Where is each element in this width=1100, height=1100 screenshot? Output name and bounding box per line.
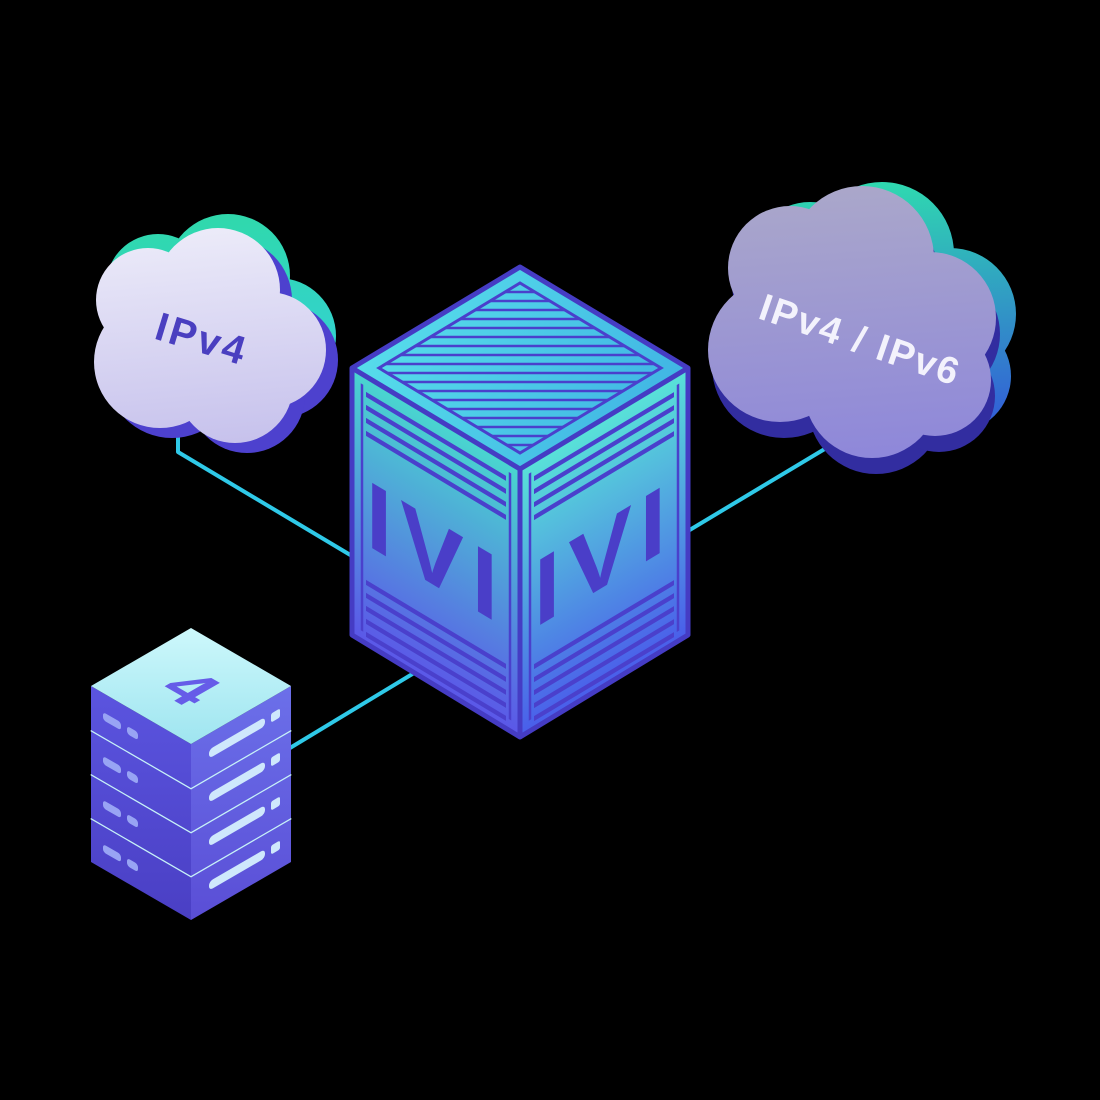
- server-unit-vents-left: [103, 801, 138, 827]
- cube-left-face-bottom-vents: [366, 579, 506, 721]
- cube-left-face: IVI: [352, 368, 520, 736]
- connector-right-cloud-to-cube: [686, 418, 830, 533]
- cube-right-face-bottom-vents: [534, 580, 674, 722]
- cube-edges: [349, 264, 691, 740]
- server-unit-vents-right: [209, 709, 280, 757]
- ipv4-cloud-body: [94, 228, 326, 443]
- connector-rack-to-cube: [283, 671, 416, 753]
- server-unit-vents-right: [209, 753, 280, 801]
- server-unit-vents-right: [209, 841, 280, 889]
- server-rack-unit: 4: [91, 628, 291, 788]
- ivi-translator-cube: IVI IVI: [349, 264, 691, 740]
- server-rack-top-face: [91, 628, 291, 744]
- dual-stack-cloud: IPv4 / IPv6: [708, 182, 1016, 474]
- server-unit-vents-left: [103, 845, 138, 871]
- cube-right-face-top-vents: [534, 392, 674, 521]
- server-unit-vents-left: [103, 713, 138, 739]
- server-rack-unit: [90, 728, 292, 832]
- ipv4-cloud: IPv4: [94, 214, 338, 453]
- server-unit-vents-left: [103, 757, 138, 783]
- dual-stack-cloud-body: [708, 186, 996, 458]
- server-rack: 4: [90, 628, 292, 920]
- cube-left-face-top-vents: [366, 391, 506, 520]
- server-unit-vents-right: [209, 797, 280, 845]
- cube-right-face: IVI: [520, 368, 688, 736]
